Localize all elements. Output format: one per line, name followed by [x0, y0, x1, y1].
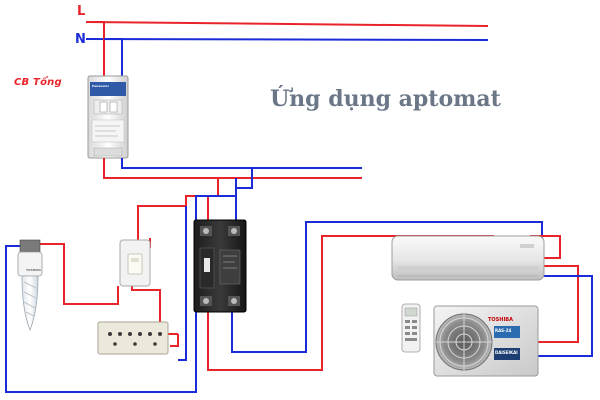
air-conditioner-outdoor — [433, 305, 539, 377]
main-breaker-label: CB Tổng — [14, 77, 62, 88]
breaker-output-wires — [103, 158, 362, 179]
cfl-lamp — [17, 239, 43, 332]
breaker-brand-label: Panasonic — [92, 84, 110, 88]
main-circuit-breaker — [87, 75, 129, 159]
neutral-label: N — [75, 32, 86, 47]
lamp-brand-label: TOSHIBA — [26, 268, 41, 272]
outdoor-sticker-label: RAS-24 — [495, 328, 512, 333]
air-conditioner-indoor — [391, 235, 545, 281]
breaker-feed-wires — [86, 21, 123, 78]
remote-control — [401, 303, 421, 353]
residual-current-breaker — [193, 219, 247, 313]
outdoor-brand-label: TOSHIBA — [488, 317, 513, 323]
diagram-title: Ứng dụng aptomat — [270, 86, 501, 112]
line-label: L — [77, 4, 86, 19]
power-outlet — [97, 321, 169, 355]
ac-circuit-wires — [207, 221, 593, 371]
light-switch — [119, 239, 151, 287]
outdoor-sticker-label-2: DAISEIKAI — [495, 350, 518, 355]
line-wire-main — [85, 21, 489, 27]
neutral-wire-main — [85, 38, 489, 41]
